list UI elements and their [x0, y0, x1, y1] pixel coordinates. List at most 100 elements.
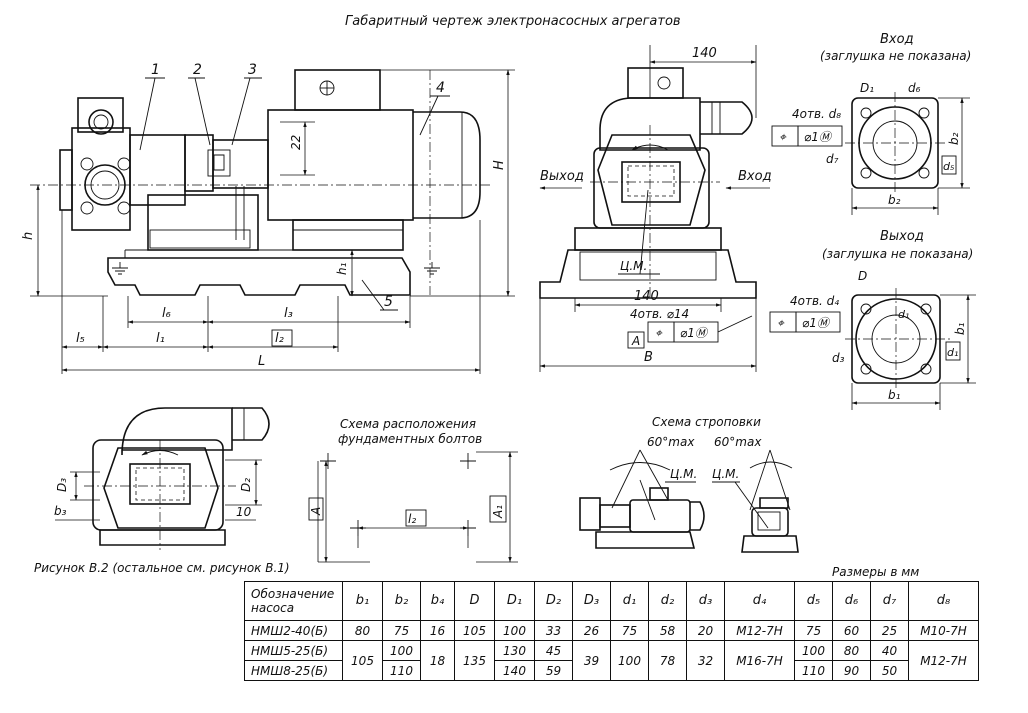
foundation-A: A	[309, 507, 323, 516]
side-cm: Ц.М.	[620, 259, 647, 273]
table-cell: 130	[494, 640, 535, 661]
table-cell: 105	[342, 640, 383, 681]
table-cell: 110	[382, 660, 421, 681]
figure-b2-view: D₃ b₃ D₂ 10 Рисунок В.2 (остальное см. р…	[34, 407, 290, 575]
side-dim-140-mid: 140	[634, 289, 659, 304]
table-cell: 140	[494, 660, 535, 681]
slinging-angle-1: 60°max	[647, 435, 695, 449]
dim-22: 22	[289, 135, 303, 150]
side-tol-value: ⌀1Ⓜ	[680, 326, 709, 340]
table-row: НМШ8-25(Б) 110 140 59 110 90 50	[244, 660, 979, 681]
outlet-b1v: b₁	[953, 322, 967, 335]
table-cell: 59	[534, 660, 573, 681]
table-header-cell: D₃	[572, 581, 611, 621]
outlet-title: Выход	[880, 229, 924, 244]
foundation-title-1: Схема расположения	[340, 417, 476, 431]
table-cell: M12-7H	[908, 640, 979, 681]
outlet-d1-box: d₁	[947, 346, 958, 359]
table-header-cell: d₆	[832, 581, 871, 621]
dim-l1: l₁	[156, 331, 165, 346]
table-header-cell: b₂	[382, 581, 421, 621]
table-header-cell: d₁	[610, 581, 649, 621]
table-header-cell: D	[454, 581, 495, 621]
inlet-D1: D₁	[860, 81, 874, 95]
slinging-cm-2: Ц.М.	[712, 467, 739, 481]
main-front-view: 1 2 3 4 5 22 H h h₁ l₆ l₃ l₅	[21, 62, 515, 374]
table-cell-name: НМШ5-25(Б)	[244, 640, 343, 661]
inlet-b2: b₂	[888, 193, 901, 207]
table-cell: 75	[794, 620, 833, 641]
table-header-cell: b₁	[342, 581, 383, 621]
inlet-b2v: b₂	[947, 132, 961, 145]
table-header-cell: d₈	[908, 581, 979, 621]
table-cell: 110	[794, 660, 833, 681]
foundation-l2: l₂	[408, 512, 416, 526]
dimensions-table: Обозначение насоса b₁ b₂ b₄ D D₁ D₂ D₃ d…	[244, 581, 979, 681]
dim-l5: l₅	[76, 331, 85, 346]
side-datum: A	[631, 334, 640, 348]
callout-2: 2	[193, 62, 202, 78]
table-header-cell: b₄	[420, 581, 455, 621]
outlet-tol: ⌀1Ⓜ	[802, 316, 831, 330]
outlet-d3: d₃	[832, 351, 845, 365]
dim-H: H	[492, 160, 507, 170]
dim-L: L	[258, 354, 265, 369]
side-dim-140-top: 140	[692, 46, 717, 61]
table-header-cell: D₂	[534, 581, 573, 621]
table-cell: 20	[686, 620, 725, 641]
table-cell: 33	[534, 620, 573, 641]
table-cell: 75	[610, 620, 649, 641]
slinging-angle-2: 60°max	[714, 435, 762, 449]
table-row: НМШ2-40(Б) 80 75 16 105 100 33 26 75 58 …	[244, 620, 979, 641]
outlet-tol-sym: ⌖	[777, 316, 785, 330]
figb2-D3: D₃	[55, 478, 69, 492]
callout-5: 5	[384, 294, 393, 310]
dim-h1: h₁	[335, 262, 349, 275]
table-cell: 80	[342, 620, 383, 641]
table-cell: 78	[648, 640, 687, 681]
table-header-cell: d₂	[648, 581, 687, 621]
figb2-b3: b₃	[54, 504, 67, 518]
table-cell: 32	[686, 640, 725, 681]
table-cell: 58	[648, 620, 687, 641]
inlet-d6: d₆	[908, 81, 921, 95]
side-outlet-label: Выход	[540, 169, 584, 184]
table-cell: M10-7H	[908, 620, 979, 641]
table-cell: 100	[610, 640, 649, 681]
table-cell: 60	[832, 620, 871, 641]
outlet-flange-view: Выход (заглушка не показана) D 4отв. d₄ …	[769, 229, 976, 410]
table-cell: 105	[454, 620, 495, 641]
callout-3: 3	[248, 62, 257, 78]
dim-h: h	[21, 232, 36, 240]
table-cell-name: НМШ2-40(Б)	[244, 620, 343, 641]
foundation-title-2: фундаментных болтов	[338, 432, 482, 446]
table-cell: 100	[494, 620, 535, 641]
dim-l6: l₆	[162, 306, 171, 321]
inlet-tol: ⌀1Ⓜ	[804, 130, 833, 144]
outlet-b1: b₁	[888, 388, 901, 402]
inlet-holes: 4отв. d₈	[792, 107, 841, 121]
inlet-d7: d₇	[826, 152, 839, 166]
table-cell-name: НМШ8-25(Б)	[244, 660, 343, 681]
table-header-cell: D₁	[494, 581, 535, 621]
side-dim-B: B	[644, 350, 653, 365]
side-tol-symbol: ⌖	[655, 326, 663, 340]
table-cell: 135	[454, 640, 495, 681]
side-view: Выход Вход Ц.М. 140 140 4отв. ⌀14 A ⌖ ⌀1…	[539, 45, 772, 372]
table-cell: 26	[572, 620, 611, 641]
inlet-note: (заглушка не показана)	[820, 49, 971, 63]
outlet-note: (заглушка не показана)	[822, 247, 973, 261]
units-note: Размеры в мм	[832, 565, 919, 579]
table-row: НМШ5-25(Б) 105 100 18 135 130 45 39 100 …	[244, 640, 979, 681]
table-cell: 50	[870, 660, 909, 681]
table-cell: 75	[382, 620, 421, 641]
table-cell: 100	[382, 640, 421, 661]
outlet-D: D	[858, 269, 867, 283]
table-header-cell: Обозначение насоса	[244, 581, 343, 621]
table-cell: 100	[794, 640, 833, 661]
table-cell: 16	[420, 620, 455, 641]
table-cell: 25	[870, 620, 909, 641]
callout-1: 1	[151, 62, 160, 78]
table-cell: M16-7H	[724, 640, 795, 681]
